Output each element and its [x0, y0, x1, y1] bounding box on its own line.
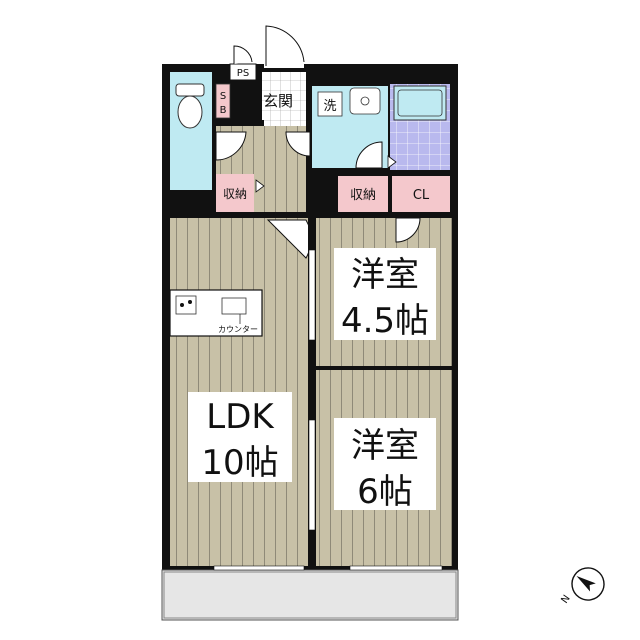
toilet-tank — [175, 83, 205, 97]
ldk-label-line1: LDK — [206, 397, 275, 437]
compass-label: N — [559, 593, 572, 605]
toilet-bowl — [177, 95, 203, 129]
bath-door — [387, 155, 397, 169]
wash-door-swing — [355, 141, 383, 169]
ps-label: PS — [237, 68, 249, 79]
bedroom2-label-line2: 6帖 — [357, 472, 413, 512]
inner-wall — [214, 120, 264, 126]
stove — [175, 295, 197, 315]
balcony — [161, 569, 459, 621]
toilet-door-swing — [215, 131, 247, 161]
storage-left-door — [255, 179, 265, 193]
bedroom1-label-line1: 洋室 — [351, 255, 419, 295]
entrance-door-swing — [265, 25, 305, 66]
storage-right-label: 収納 — [350, 188, 376, 203]
compass — [571, 567, 605, 601]
storage-left — [216, 174, 254, 212]
wash-left-door-swing — [285, 131, 311, 157]
entrance-label: 玄関 — [263, 92, 293, 110]
inner-wall — [212, 72, 216, 218]
storage-right — [338, 176, 388, 212]
wash-label: 洗 — [323, 99, 336, 114]
sb-label-top: S — [220, 91, 226, 102]
bedroom2-label-line1: 洋室 — [351, 426, 419, 466]
closet-label: CL — [413, 188, 430, 203]
inner-wall — [316, 366, 452, 370]
bathtub-inner — [397, 89, 443, 117]
storage-left-label: 収納 — [223, 187, 247, 201]
bedroom1-label-line2: 4.5帖 — [341, 301, 429, 341]
sliding-door — [308, 249, 316, 341]
entrance-door-gap — [264, 62, 304, 68]
window — [349, 565, 443, 571]
bedroom1-label-bg — [334, 248, 436, 340]
wash-basin — [349, 87, 381, 115]
closet — [392, 176, 450, 212]
inner-wall — [310, 212, 456, 218]
ps-box — [229, 63, 257, 81]
ldk-label-line2: 10帖 — [201, 443, 278, 483]
balcony-rail — [163, 571, 457, 619]
inner-wall — [308, 218, 316, 566]
counter-label: カウンター — [218, 325, 258, 334]
sb-label-bottom: B — [220, 105, 227, 116]
stove-burner — [180, 303, 184, 307]
sb-box — [215, 83, 231, 119]
bedroom1-door-swing — [395, 217, 421, 243]
ldk-label-bg — [188, 392, 292, 482]
compass-needle-icon — [576, 575, 596, 592]
stove-burner — [188, 300, 192, 304]
ps-door-swing — [233, 45, 253, 64]
basin-drain — [360, 96, 370, 106]
window — [213, 565, 305, 571]
washing-machine — [317, 91, 343, 117]
sliding-door — [308, 419, 316, 531]
entrance-floor — [262, 72, 306, 126]
bedroom2-label-bg — [334, 418, 436, 510]
inner-wall — [216, 212, 308, 218]
sink — [221, 297, 247, 315]
